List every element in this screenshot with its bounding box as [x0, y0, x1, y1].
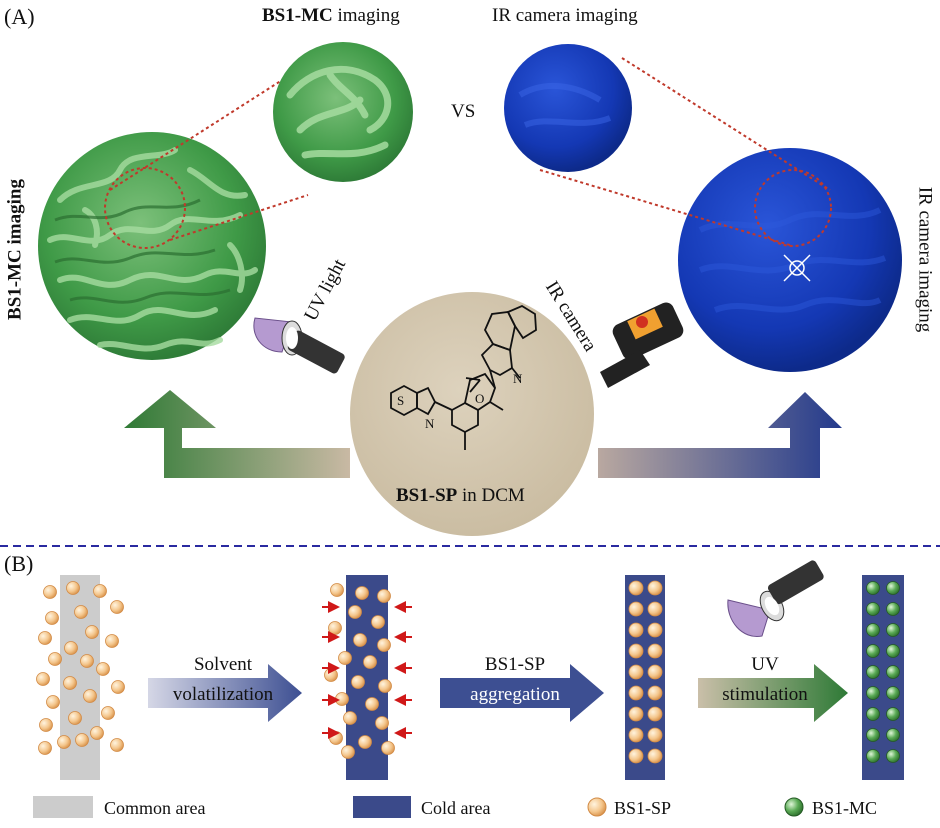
legend-common-label: Common area — [104, 798, 206, 818]
zoom-connector-blue-bottom — [539, 169, 794, 247]
vs-label: VS — [451, 101, 476, 122]
atom-s: S — [397, 393, 405, 408]
atom-n2: N — [513, 371, 523, 386]
right-side-label: IR camera imaging — [914, 186, 936, 333]
zoom-connector-green-bottom — [169, 194, 309, 241]
center-label-rest: in DCM — [457, 485, 525, 506]
left-side-label-text: BS1-MC imaging — [4, 179, 26, 320]
legend-common-swatch — [33, 796, 93, 818]
bs1-mc-large-image — [38, 132, 266, 360]
step2-line2: aggregation — [470, 684, 560, 705]
step1-line2: volatilization — [172, 684, 274, 705]
bs1-sp-solution — [350, 292, 594, 536]
atom-o: O — [475, 391, 485, 406]
uv-flashlight-icon — [253, 317, 345, 374]
panel-a-label: (A) — [4, 4, 35, 29]
arrow-uv-stimulation — [698, 664, 848, 722]
ir-camera-icon — [600, 302, 684, 388]
zoom-region-blue — [754, 169, 832, 247]
step3-line1: UV — [751, 654, 779, 675]
step2-line1: BS1-SP — [484, 654, 546, 675]
zoom-left-title: BS1-MC imaging — [262, 6, 400, 25]
ir-crosshair — [783, 254, 811, 282]
legend-mc-swatch — [784, 797, 804, 817]
zoom-right-title: IR camera imaging — [492, 5, 638, 26]
center-label-bold: BS1-SP — [396, 485, 458, 506]
bs1-mc-zoom-image — [273, 42, 413, 182]
aggregated-mc-particles — [866, 581, 900, 763]
legend-mc-label: BS1-MC — [812, 798, 878, 818]
zoom-region-green — [104, 167, 186, 249]
panel-b-label: (B) — [4, 551, 34, 576]
ir-zoom-image — [504, 44, 632, 172]
step3-line2: stimulation — [722, 684, 808, 705]
scattered-sp-particles — [36, 581, 125, 755]
arrow-solvent-volatilization — [148, 664, 302, 722]
aggregated-sp-particles — [628, 580, 663, 764]
bs1-sp-structure — [390, 304, 537, 450]
arrow-to-mc — [124, 390, 350, 478]
legend-sp-swatch — [587, 797, 607, 817]
center-label: BS1-SP in DCM — [396, 486, 525, 505]
inward-pressure-arrows — [322, 601, 412, 739]
uv-flashlight-icon-b — [727, 560, 824, 637]
arrow-to-ir — [598, 392, 842, 478]
zoom-left-title-bold: BS1-MC — [262, 5, 333, 26]
legend-cold-swatch — [353, 796, 411, 818]
atom-n1: N — [425, 416, 435, 431]
legend-cold-label: Cold area — [421, 798, 491, 818]
step1-line1: Solvent — [193, 654, 253, 675]
zoom-left-title-rest: imaging — [332, 5, 400, 26]
left-side-label: BS1-MC imaging — [4, 175, 26, 325]
legend-sp-label: BS1-SP — [614, 798, 672, 818]
zoom-connector-blue-top — [621, 57, 831, 191]
arrow-sp-aggregation — [440, 664, 604, 722]
